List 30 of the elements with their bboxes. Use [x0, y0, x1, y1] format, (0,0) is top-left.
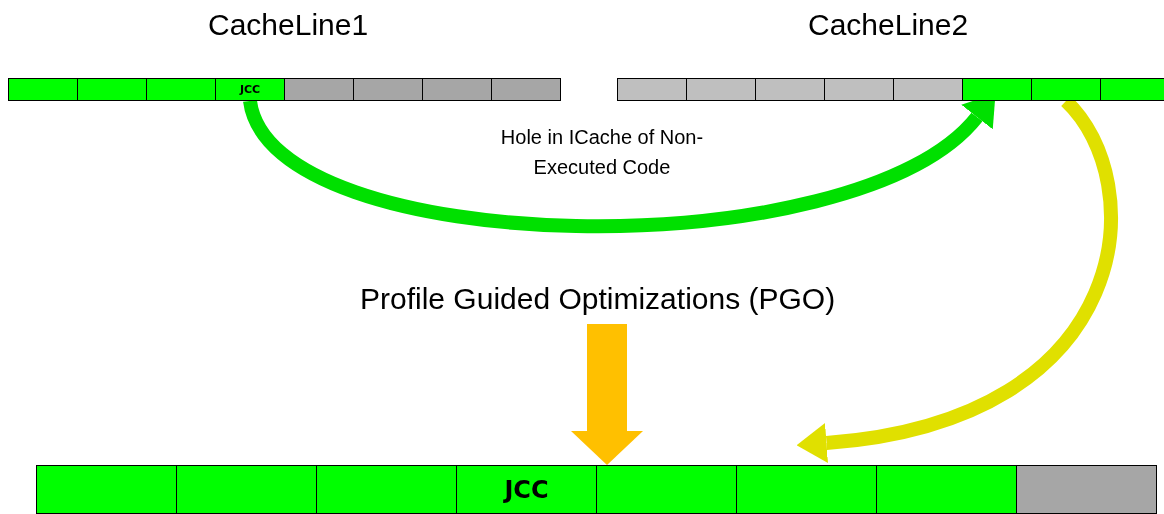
- cache-slot: [77, 78, 147, 101]
- cache-slot: [146, 78, 216, 101]
- cache-slot: [686, 78, 756, 101]
- block-arrow: [571, 324, 643, 465]
- cache-line: [37, 465, 1157, 514]
- cache-slot: [962, 78, 1032, 101]
- cache-line-title: CacheLine2: [808, 8, 969, 42]
- cache-slot: [617, 78, 687, 101]
- cache-slot: [353, 78, 423, 101]
- cache-slot: [1100, 78, 1164, 101]
- cache-slot: [36, 465, 177, 514]
- cache-slot: [1031, 78, 1101, 101]
- cache-slot: [491, 78, 561, 101]
- cache-slot: [8, 78, 78, 101]
- cache-slot: [736, 465, 877, 514]
- annotation-text: Hole in ICache of Non-Executed Code: [499, 125, 705, 180]
- cache-slot: [1016, 465, 1157, 514]
- heading-text: Profile Guided Optimizations (PGO): [360, 282, 836, 316]
- cache-slot: [422, 78, 492, 101]
- cache-slot: [824, 78, 894, 101]
- cache-slot: [316, 465, 457, 514]
- cache-slot: [596, 465, 737, 514]
- cache-slot: [755, 78, 825, 101]
- cache-slot: JCC: [456, 465, 597, 514]
- cache-line-title: CacheLine1: [208, 8, 369, 42]
- cache-slot: [176, 465, 317, 514]
- cache-slot: JCC: [215, 78, 285, 101]
- cache-slot: [876, 465, 1017, 514]
- cache-slot: [893, 78, 963, 101]
- cache-slot: [284, 78, 354, 101]
